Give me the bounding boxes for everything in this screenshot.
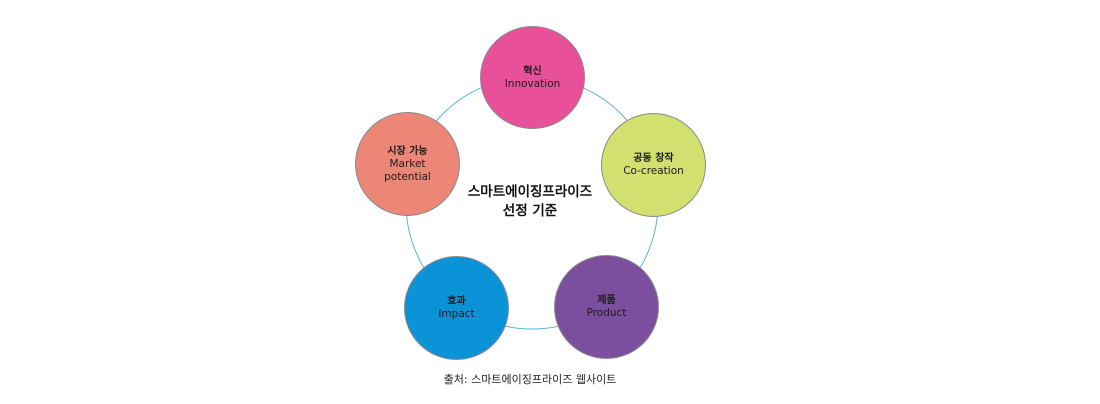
node-market-potential-en-label: Market potential (384, 157, 431, 183)
node-innovation-ko-label: 혁신 (523, 65, 542, 77)
center-title-line1: 스마트에이징프라이즈 (467, 184, 593, 200)
node-impact: 효과 Impact (404, 256, 509, 360)
node-innovation: 혁신 Innovation (480, 26, 585, 129)
node-co-creation-ko-label: 공동 창작 (633, 153, 674, 164)
node-innovation-en-label: Innovation (504, 77, 561, 90)
node-product: 제품 Product (554, 255, 659, 359)
node-market-potential-ko-label: 시장 가능 (387, 145, 428, 157)
center-title: 스마트에이징프라이즈 선정 기준 (430, 183, 630, 221)
node-market-potential: 시장 가능 Market potential (355, 112, 460, 216)
center-title-line2: 선정 기준 (502, 203, 558, 219)
node-impact-ko-label: 효과 (447, 296, 466, 307)
source-caption: 출처: 스마트에이징프라이즈 웹사이트 (443, 373, 617, 386)
node-product-ko-label: 제품 (597, 295, 616, 306)
node-product-en-label: Product (586, 307, 627, 319)
node-impact-en-label: Impact (438, 308, 475, 320)
node-co-creation-en-label: Co-creation (623, 165, 684, 177)
node-co-creation: 공동 창작 Co-creation (601, 113, 706, 217)
